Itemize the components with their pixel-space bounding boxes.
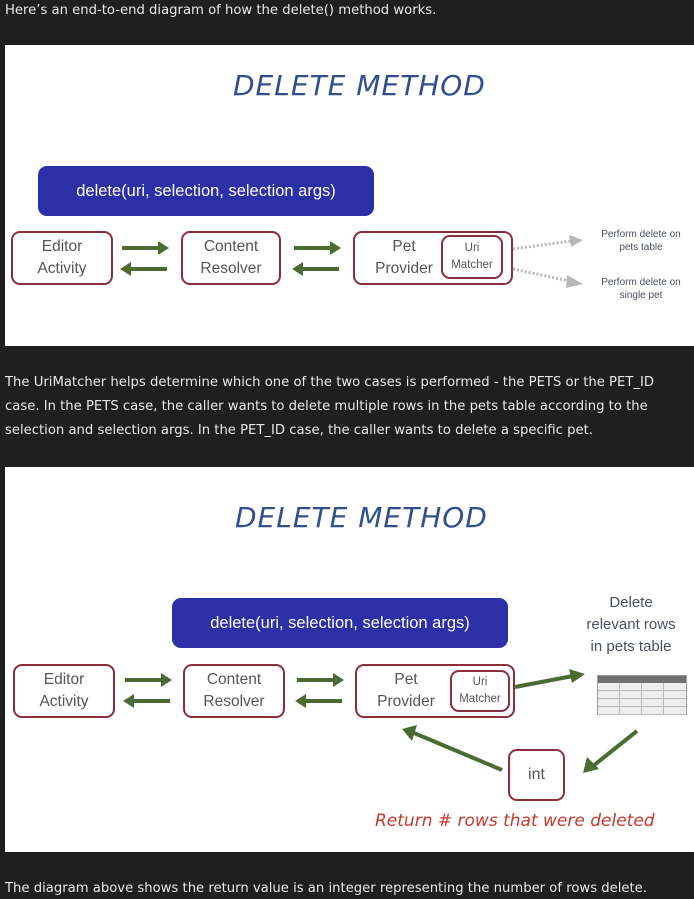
diagram-1-arrows — [120, 235, 583, 288]
diagram-title: DELETE METHOD — [233, 69, 486, 102]
intro-text: Here’s an end-to-end diagram of how the … — [5, 3, 437, 18]
case-single-line1: Perform delete on — [601, 277, 681, 288]
matcher-to-single-dotted-arrow — [512, 267, 583, 288]
resolver-to-provider-arrow — [294, 241, 341, 255]
return-value-label: int — [528, 766, 545, 783]
resolver-label-line1: Content — [203, 238, 259, 255]
matcher-to-table-arrow — [514, 669, 585, 689]
int-return-box: int — [508, 749, 565, 801]
provider-to-resolver-arrow — [292, 262, 339, 276]
explanation-text: The UriMatcher helps determine which one… — [5, 371, 654, 443]
resolver-to-provider-arrow — [297, 673, 344, 687]
editor-to-resolver-arrow — [125, 673, 172, 687]
editor-label-line1: Editor — [43, 671, 85, 688]
editor-label-line1: Editor — [41, 238, 83, 255]
diagram-2-arrows — [123, 669, 639, 773]
delete-method-diagram-2: DELETE METHOD delete(uri, selection, sel… — [5, 467, 694, 852]
content-resolver-box: Content Resolver — [181, 231, 281, 285]
explanation-line-3: selection and selection args. In the PET… — [5, 423, 593, 438]
resolver-label-line2: Resolver — [203, 693, 265, 710]
diagram-title: DELETE METHOD — [235, 501, 488, 534]
matcher-label-line1: Uri — [472, 676, 488, 688]
provider-label-line1: Pet — [392, 238, 416, 255]
editor-label-line2: Activity — [37, 260, 87, 277]
conclusion-text: The diagram above shows the return value… — [5, 881, 647, 896]
int-to-provider-arrow — [402, 725, 503, 772]
delete-label-line3: in pets table — [590, 638, 672, 655]
provider-label-line1: Pet — [394, 671, 418, 688]
delete-label-line2: relevant rows — [586, 616, 676, 633]
resolver-to-editor-arrow — [123, 694, 170, 708]
editor-to-resolver-arrow — [122, 241, 169, 255]
content-resolver-box: Content Resolver — [183, 664, 285, 718]
uri-matcher-box: Uri Matcher — [441, 235, 503, 279]
delete-rows-label: Delete relevant rows in pets table — [575, 592, 687, 658]
case-pet-id-label: Perform delete on single pet — [591, 276, 691, 302]
matcher-label-line1: Uri — [464, 242, 480, 254]
uri-matcher-box: Uri Matcher — [450, 670, 510, 712]
matcher-label-line2: Matcher — [451, 259, 493, 271]
editor-activity-box: Editor Activity — [13, 664, 115, 718]
provider-to-resolver-arrow — [295, 694, 342, 708]
table-to-int-arrow — [583, 729, 639, 773]
resolver-label-line2: Resolver — [200, 260, 262, 277]
editor-label-line2: Activity — [39, 693, 89, 710]
editor-activity-box: Editor Activity — [11, 231, 113, 285]
delete-call-pill: delete(uri, selection, selection args) — [172, 598, 508, 648]
provider-label-line2: Provider — [375, 260, 433, 277]
matcher-to-pets-dotted-arrow — [512, 235, 583, 251]
explanation-line-1: The UriMatcher helps determine which one… — [5, 375, 655, 390]
matcher-label-line2: Matcher — [459, 693, 501, 705]
pets-table-icon — [597, 675, 687, 715]
explanation-line-2: case. In the PETS case, the caller wants… — [5, 399, 648, 414]
return-caption: Return # rows that were deleted — [375, 811, 655, 831]
case-pets-line2: pets table — [619, 242, 663, 253]
case-pets-label: Perform delete on pets table — [591, 228, 691, 254]
provider-label-line2: Provider — [377, 693, 435, 710]
delete-label-line1: Delete — [609, 594, 653, 611]
case-pets-line1: Perform delete on — [601, 229, 681, 240]
delete-method-diagram-1: DELETE METHOD delete(uri, selection, sel… — [5, 45, 694, 346]
case-single-line2: single pet — [619, 290, 663, 301]
resolver-to-editor-arrow — [120, 262, 167, 276]
resolver-label-line1: Content — [206, 671, 262, 688]
delete-call-pill: delete(uri, selection, selection args) — [38, 166, 374, 216]
